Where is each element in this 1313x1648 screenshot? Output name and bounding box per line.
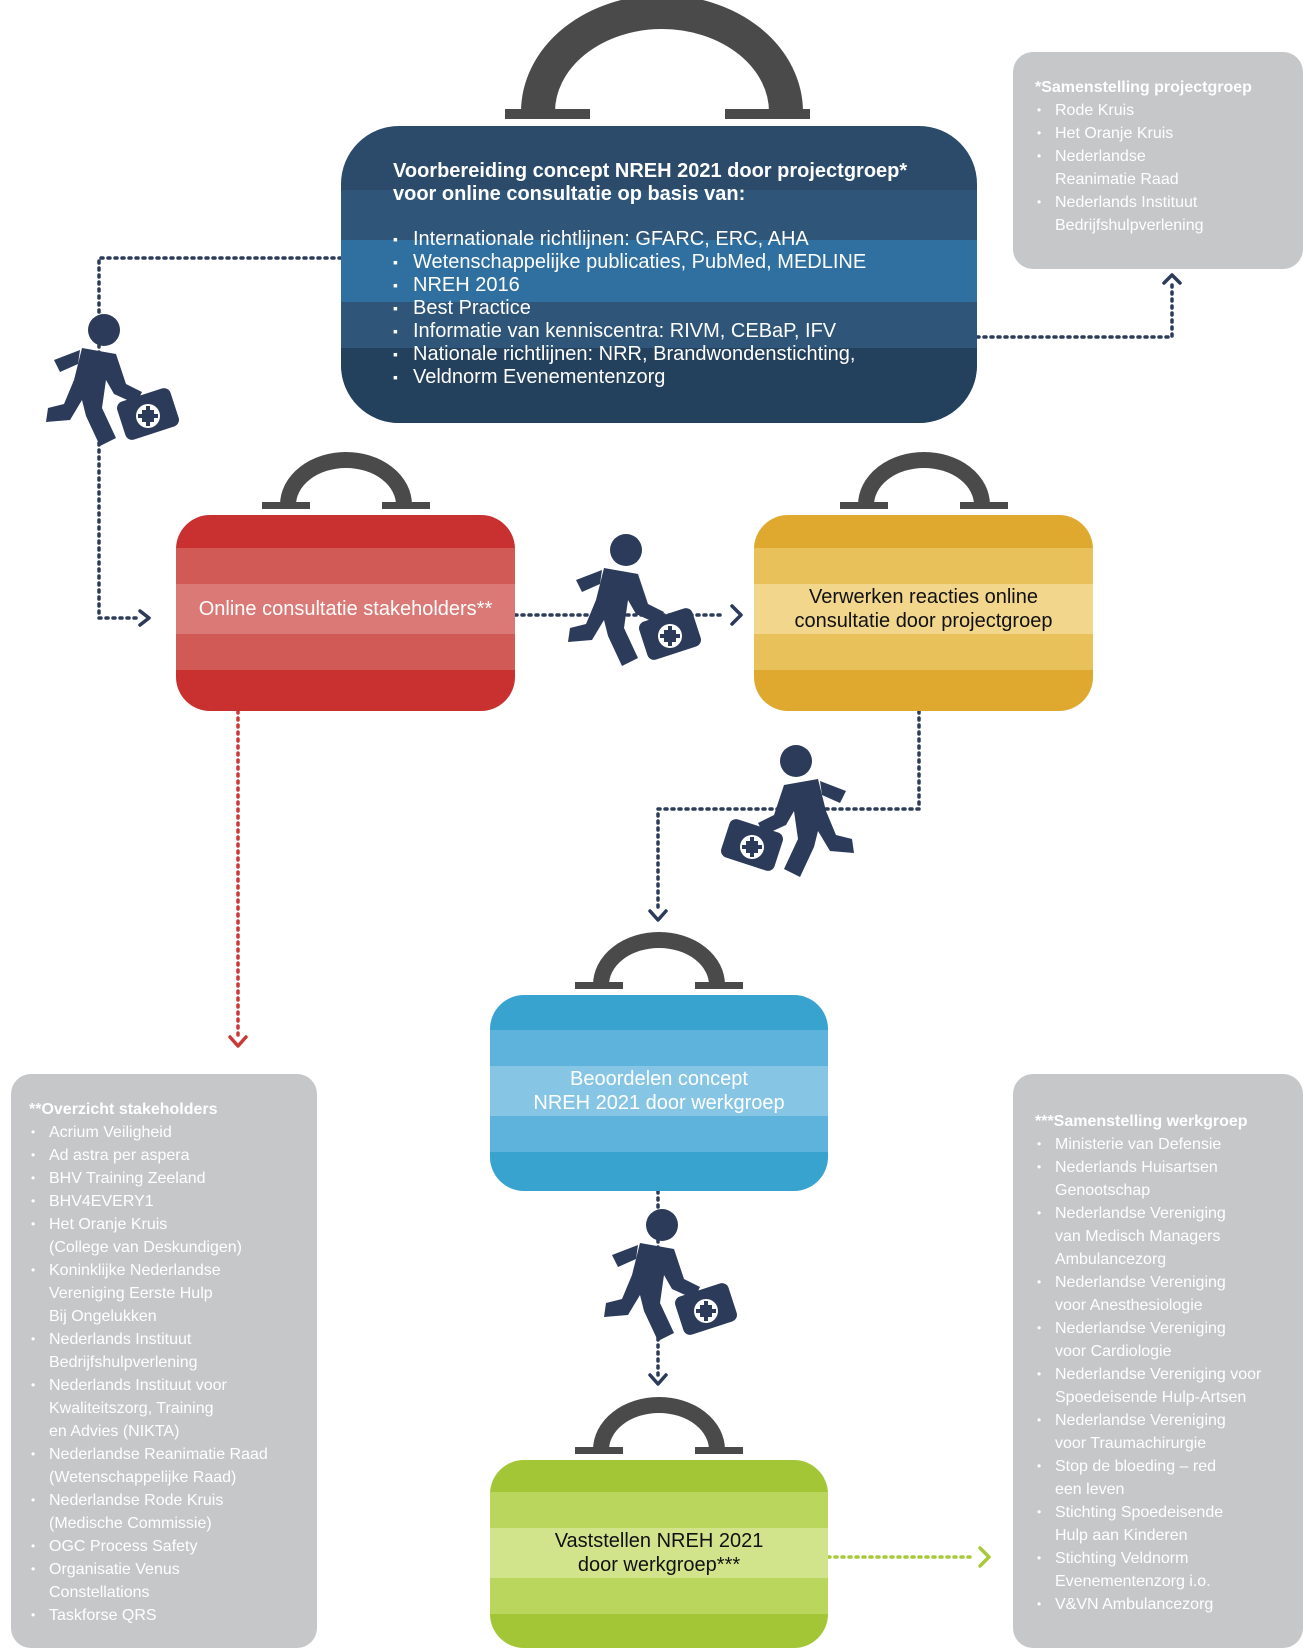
main-box-item: Internationale richtlijnen: GFARC, ERC, …: [393, 228, 933, 251]
blue-box-label-area: Beoordelen concept NREH 2021 door werkgr…: [490, 1066, 828, 1116]
main-box-item: NREH 2016: [393, 274, 933, 297]
arrowhead: [138, 609, 151, 627]
handle-icon: [593, 932, 725, 986]
panel-projectgroep: *Samenstelling projectgroep Rode KruisHe…: [1013, 52, 1303, 269]
handle-icon: [858, 452, 990, 506]
panel-list-item: Ad astra per aspera: [29, 1144, 307, 1167]
red-box-label: Online consultatie stakeholders**: [198, 598, 493, 620]
runner-icon: [568, 534, 703, 666]
panel-list-item: Nederlandse Rode Kruis(Medische Commissi…: [29, 1489, 307, 1535]
blue-suitcase: [490, 932, 828, 1191]
main-box-heading-2: voor online consultatie op basis van:: [393, 183, 746, 205]
panel-list: Ministerie van DefensieNederlands Huisar…: [1035, 1133, 1295, 1616]
blue-box-line: Beoordelen concept: [570, 1068, 748, 1090]
arrowhead: [730, 604, 743, 626]
green-box-line: door werkgroep***: [577, 1554, 741, 1576]
green-box-line: Vaststellen NREH 2021: [554, 1530, 764, 1552]
arrowhead: [648, 909, 668, 922]
panel-list-item: OGC Process Safety: [29, 1535, 307, 1558]
handle-icon: [593, 1397, 725, 1451]
panel-list-item: Nederlands InstituutBedrijfshulpverlenin…: [1035, 191, 1293, 237]
main-box-heading-1: Voorbereiding concept NREH 2021 door pro…: [393, 160, 908, 182]
main-box-list: Internationale richtlijnen: GFARC, ERC, …: [393, 228, 933, 389]
panel-list-item: BHV4EVERY1: [29, 1190, 307, 1213]
blue-box-line: NREH 2021 door werkgroep: [533, 1092, 785, 1114]
panel-list-item: BHV Training Zeeland: [29, 1167, 307, 1190]
arrowhead: [1162, 273, 1182, 285]
yellow-suitcase: [754, 452, 1093, 711]
main-box-text: Voorbereiding concept NREH 2021 door pro…: [393, 160, 933, 389]
runner-icon: [719, 745, 854, 877]
connector-yellow-to-blue: [656, 709, 921, 912]
main-box-item: Wetenschappelijke publicaties, PubMed, M…: [393, 251, 933, 274]
green-box-label-area: Vaststellen NREH 2021 door werkgroep***: [490, 1528, 828, 1578]
connector-main-to-panel: [975, 281, 1174, 339]
panel-list-item: Het Oranje Kruis(College van Deskundigen…: [29, 1213, 307, 1259]
green-suitcase: [490, 1397, 828, 1648]
panel-title: **Overzicht stakeholders: [29, 1101, 218, 1118]
panel-list-item: Het Oranje Kruis: [1035, 122, 1293, 145]
panel-list-item: Taskforse QRS: [29, 1604, 307, 1627]
yellow-box-line: consultatie door projectgroep: [794, 610, 1053, 632]
handle-icon: [521, 0, 803, 113]
arrowhead: [648, 1373, 668, 1386]
panel-title: *Samenstelling projectgroep: [1035, 79, 1252, 96]
main-box-item: Informatie van kenniscentra: RIVM, CEBaP…: [393, 320, 933, 343]
main-box-item-continued: Veldnorm Evenementenzorg: [393, 366, 933, 389]
red-box-label-area: Online consultatie stakeholders**: [176, 584, 515, 634]
panel-list-item: V&VN Ambulancezorg: [1035, 1593, 1295, 1616]
main-box-item: Best Practice: [393, 297, 933, 320]
panel-list-item: Rode Kruis: [1035, 99, 1293, 122]
panel-list-item: Nederlands Instituut voorKwaliteitszorg,…: [29, 1374, 307, 1443]
panel-title: ***Samenstelling werkgroep: [1035, 1113, 1248, 1130]
panel-list: Rode KruisHet Oranje KruisNederlandseRea…: [1035, 99, 1293, 237]
panel-werkgroep: ***Samenstelling werkgroep Ministerie va…: [1013, 1074, 1303, 1648]
yellow-box-line: Verwerken reacties online: [808, 586, 1038, 608]
panel-list: Acrium VeiligheidAd astra per asperaBHV …: [29, 1121, 307, 1627]
yellow-box-label-area: Verwerken reacties online consultatie do…: [754, 584, 1093, 634]
panel-list-item: Nederlands InstituutBedrijfshulpverlenin…: [29, 1328, 307, 1374]
panel-stakeholders: **Overzicht stakeholders Acrium Veilighe…: [11, 1074, 317, 1648]
runner-icon: [46, 314, 181, 446]
panel-list-item: Ministerie van Defensie: [1035, 1133, 1295, 1156]
panel-list-item: Nederlandse Reanimatie Raad(Wetenschappe…: [29, 1443, 307, 1489]
runner-icon: [604, 1209, 739, 1341]
arrowhead: [978, 1546, 991, 1568]
red-suitcase: [176, 452, 515, 711]
main-box-item: Nationale richtlijnen: NRR, Brandwondens…: [393, 343, 933, 366]
handle-icon: [280, 452, 412, 506]
panel-list-item: Nederlandse Vereniging voorSpoedeisende …: [1035, 1363, 1295, 1409]
arrowhead: [228, 1035, 248, 1048]
panel-list-item: Acrium Veiligheid: [29, 1121, 307, 1144]
